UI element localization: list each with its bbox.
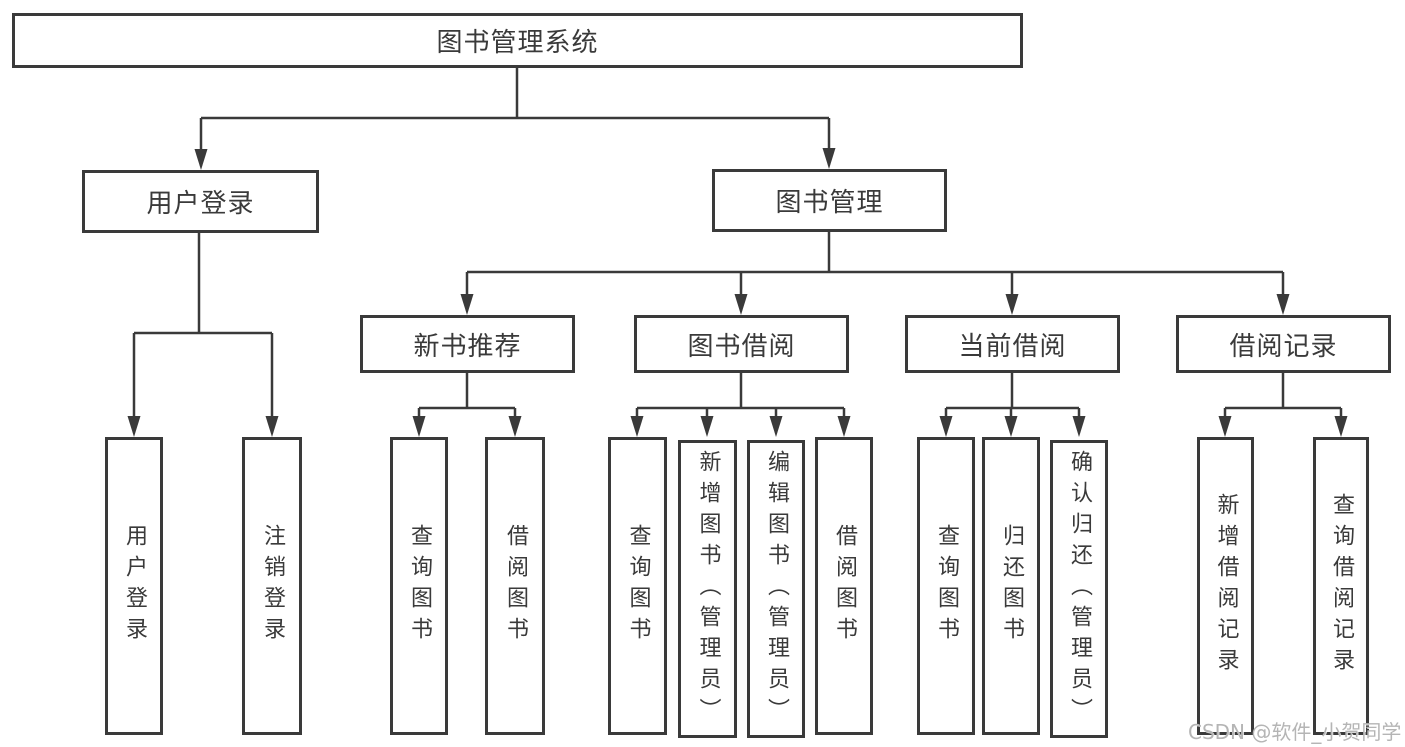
leaf-borrow-books-recommend: 借阅图书 [485,437,545,735]
node-book-management-label: 图书管理 [775,188,884,218]
watermark-text: CSDN @软件_小贺同学 [1188,720,1402,744]
leaf-edit-book-admin: 编辑图书（管理员） [747,440,805,738]
node-book-borrowing: 图书借阅 [634,315,849,373]
node-library-system-label: 图书管理系统 [436,28,599,58]
leaf-confirm-return-admin-label: 确认归还（管理员） [1067,449,1092,729]
node-new-book-recommend-label: 新书推荐 [413,331,522,362]
node-library-system: 图书管理系统 [12,13,1023,68]
node-user-login: 用户登录 [82,170,319,233]
leaf-user-login-label: 用户登录 [122,524,147,648]
leaf-add-borrow-record: 新增借阅记录 [1197,437,1254,735]
leaf-borrow-books-label: 借阅图书 [832,524,857,648]
leaf-add-book-admin: 新增图书（管理员） [678,440,737,738]
node-current-borrowing: 当前借阅 [905,315,1120,373]
node-borrowing-records: 借阅记录 [1176,315,1391,373]
leaf-return-book: 归还图书 [982,437,1040,735]
leaf-confirm-return-admin: 确认归还（管理员） [1050,440,1108,738]
node-book-management: 图书管理 [712,169,947,232]
leaf-query-books-recommend-label: 查询图书 [407,524,432,648]
leaf-query-books-current: 查询图书 [917,437,975,735]
node-current-borrowing-label: 当前借阅 [958,331,1067,362]
leaf-borrow-books: 借阅图书 [815,437,873,735]
leaf-query-books-borrow: 查询图书 [608,437,667,735]
arrowheads [127,148,1348,437]
node-user-login-label: 用户登录 [146,189,255,219]
leaf-query-books-current-label: 查询图书 [934,524,959,648]
leaf-query-books-recommend: 查询图书 [390,437,448,735]
node-book-borrowing-label: 图书借阅 [687,331,796,362]
node-borrowing-records-label: 借阅记录 [1229,331,1338,362]
leaf-add-book-admin-label: 新增图书（管理员） [695,449,721,729]
leaf-query-books-borrow-label: 查询图书 [625,524,651,648]
leaf-borrow-books-recommend-label: 借阅图书 [503,524,528,648]
leaf-edit-book-admin-label: 编辑图书（管理员） [764,449,789,729]
leaf-logout-label: 注销登录 [260,524,285,648]
leaf-query-borrow-record-label: 查询借阅记录 [1329,493,1354,679]
leaf-logout: 注销登录 [242,437,302,735]
node-new-book-recommend: 新书推荐 [360,315,575,373]
leaf-user-login: 用户登录 [105,437,163,735]
leaf-add-borrow-record-label: 新增借阅记录 [1213,493,1239,679]
leaf-query-borrow-record: 查询借阅记录 [1313,437,1369,735]
leaf-return-book-label: 归还图书 [999,524,1024,648]
